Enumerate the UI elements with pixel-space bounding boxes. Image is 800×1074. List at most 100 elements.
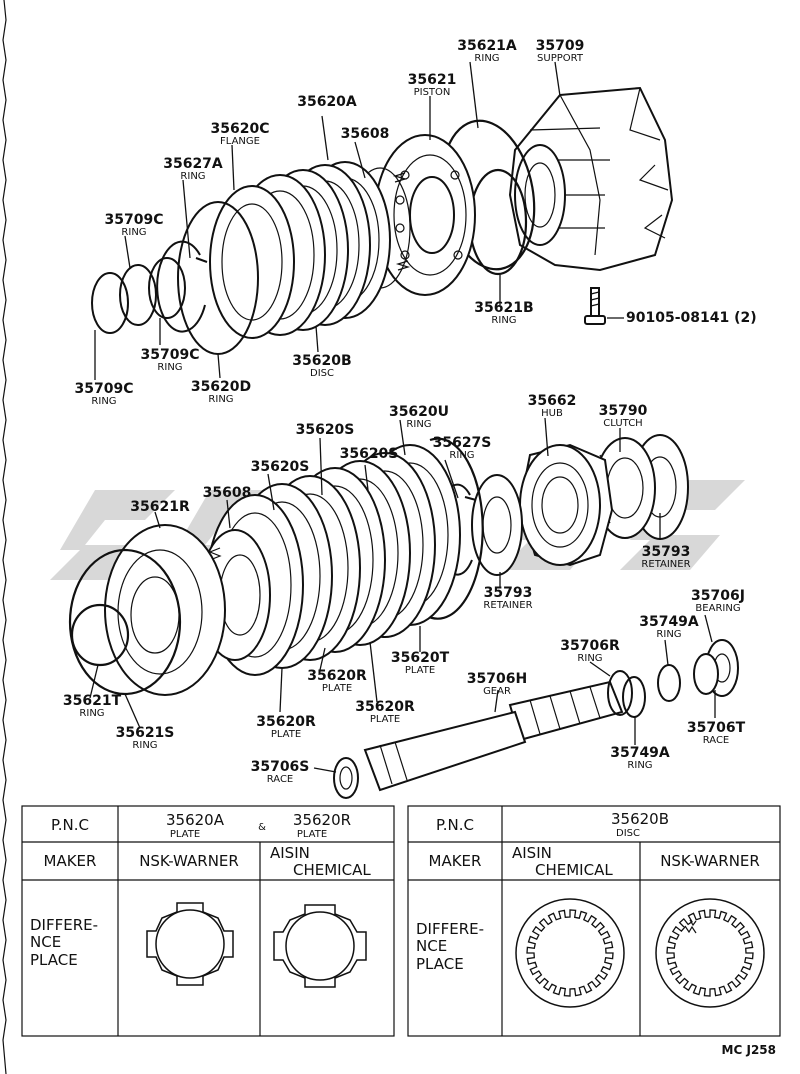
tr-maker-1a: AISIN [512, 844, 552, 862]
part-number-label: 35620R [355, 699, 415, 715]
part-number-label: 35620T [391, 650, 450, 666]
tr-maker-1b: CHEMICAL [535, 861, 613, 879]
tr-part: 35620B [611, 810, 669, 828]
part-name-label: PLATE [322, 683, 352, 694]
disc-aisin-icon [515, 898, 625, 1008]
tl-maker-1: NSK-WARNER [139, 852, 239, 870]
snap-ring-35627A [156, 240, 208, 333]
tr-diff-3: PLACE [416, 955, 464, 973]
top-assembly [91, 61, 674, 380]
part-name-label: PLATE [271, 729, 301, 740]
plate-nsk-icon [146, 902, 234, 986]
part-name-label: CLUTCH [603, 418, 642, 429]
part-name-label: RING [208, 394, 233, 405]
part-name-label: RETAINER [641, 559, 690, 570]
part-name-label: RING [656, 629, 681, 640]
part-number-label: 35620B [292, 353, 351, 369]
ring-35749A-lower [622, 676, 646, 718]
tl-diff-2: NCE [30, 933, 61, 951]
part-name-label: RING [157, 362, 182, 373]
piston [374, 134, 476, 296]
part-number-label: 35620U [389, 404, 449, 420]
support-drum [508, 86, 674, 272]
part-name-label: PISTON [414, 87, 451, 98]
part-number-label: 35793 [642, 544, 691, 560]
part-number-label: 35709 [536, 38, 585, 54]
ring-35621T [70, 603, 130, 667]
part-number-label: 35709C [105, 212, 164, 228]
part-name-label: FLANGE [220, 136, 260, 147]
part-name-label: RING [180, 171, 205, 182]
part-number-label: 35706R [560, 638, 620, 654]
torn-edge [2, 0, 7, 1074]
tr-diff-1: DIFFERE- [416, 920, 484, 938]
part-number-label: 35621R [130, 499, 190, 515]
tl-diff-1: DIFFERE- [30, 916, 98, 934]
part-name-label: RING [121, 227, 146, 238]
part-name-label: PLATE [405, 665, 435, 676]
part-number-label: 35706S [251, 759, 310, 775]
bearing-35706J [693, 639, 739, 697]
part-number-label: 35749A [610, 745, 670, 761]
part-name-label: RING [91, 396, 116, 407]
part-number-label: 35620S [251, 459, 310, 475]
ring-35706R [607, 670, 633, 716]
bolt [584, 287, 606, 325]
part-number-label: 35662 [528, 393, 577, 409]
part-name-label: BEARING [695, 603, 740, 614]
part-name-label: DISC [310, 368, 334, 379]
part-name-label: RETAINER [483, 600, 532, 611]
part-name-label: RING [406, 419, 431, 430]
part-number-label: 35620S [296, 422, 355, 438]
tl-part-b-name: PLATE [297, 829, 327, 840]
table-right: P.N.C 35620B DISC MAKER AISIN CHEMICAL N… [407, 805, 781, 1037]
part-number-label: 35709C [141, 347, 200, 363]
part-number-label: 35621B [474, 300, 533, 316]
part-name-label: RING [491, 315, 516, 326]
part-number-label: 35790 [599, 403, 648, 419]
tl-part-b: 35620R [293, 811, 351, 829]
disc-nsk-icon [655, 898, 765, 1008]
bottom-assembly [68, 417, 739, 799]
tl-amp: & [258, 822, 266, 833]
tl-part-a-name: PLATE [170, 829, 200, 840]
table-left: P.N.C 35620A PLATE & 35620R PLATE MAKER … [21, 805, 395, 1037]
part-labels: 35621ARING35709SUPPORT35621PISTON35620A3… [63, 38, 757, 785]
part-number-label: 35620C [211, 121, 270, 137]
part-number-label: 35709C [75, 381, 134, 397]
part-name-label: RING [132, 740, 157, 751]
part-name-label: RING [577, 653, 602, 664]
tl-maker-2a: AISIN [270, 844, 310, 862]
tl-diff-3: PLACE [30, 951, 78, 969]
part-name-label: RING [79, 708, 104, 719]
part-name-label: RING [627, 760, 652, 771]
part-number-label: 35793 [484, 585, 533, 601]
tl-maker-2b: CHEMICAL [293, 861, 371, 879]
part-number-label: 35620R [307, 668, 367, 684]
part-number-label: 35627S [433, 435, 492, 451]
footer-code: MC J258 [722, 1043, 776, 1057]
part-number-label: 35627A [163, 156, 223, 172]
tl-pnc: P.N.C [51, 816, 89, 834]
gear-shaft [363, 680, 624, 792]
part-number-label: 35620S [340, 446, 399, 462]
race-35706S [333, 757, 359, 799]
part-number-label: 35621S [116, 725, 175, 741]
tr-maker-2: NSK-WARNER [660, 852, 760, 870]
part-number-label: 35621T [63, 693, 122, 709]
part-number-label: 35706H [467, 671, 527, 687]
part-number-label: 35621 [408, 72, 457, 88]
part-name-label: PLATE [370, 714, 400, 725]
part-number-label: 35621A [457, 38, 517, 54]
ring-35749A-upper [657, 664, 681, 702]
tl-maker: MAKER [44, 852, 97, 870]
part-number-label: 35706T [687, 720, 746, 736]
ring-35709C-1 [148, 257, 186, 319]
part-name-label: HUB [541, 408, 563, 419]
part-number-label: 90105-08141 (2) [626, 310, 757, 326]
part-number-label: 35706J [691, 588, 745, 604]
tr-part-name: DISC [616, 828, 640, 839]
part-number-label: 35620A [297, 94, 357, 110]
ring-35709C-2 [119, 264, 157, 326]
part-number-label: 35608 [341, 126, 390, 142]
